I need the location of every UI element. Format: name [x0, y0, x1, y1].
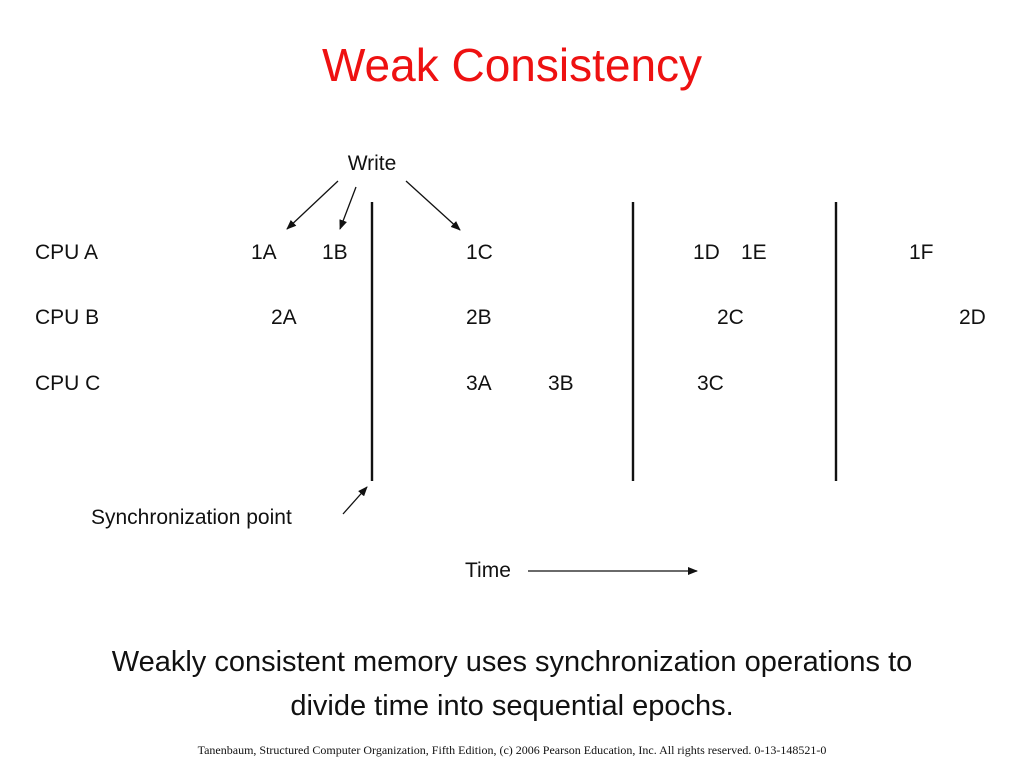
- cpu-b-label: CPU B: [35, 306, 99, 329]
- write-arrow-1b: [339, 186, 357, 230]
- op-2c: 2C: [717, 306, 744, 329]
- op-3b: 3B: [548, 372, 574, 395]
- op-1a: 1A: [251, 241, 277, 264]
- op-1f: 1F: [909, 241, 934, 264]
- op-2a: 2A: [271, 306, 297, 329]
- op-1b: 1B: [322, 241, 348, 264]
- sync-point-label: Synchronization point: [91, 506, 292, 529]
- op-1e: 1E: [741, 241, 767, 264]
- op-1d: 1D: [693, 241, 720, 264]
- write-label: Write: [348, 152, 397, 175]
- op-3c: 3C: [697, 372, 724, 395]
- op-2d: 2D: [959, 306, 986, 329]
- sync-point-arrow: [342, 486, 368, 515]
- cpu-c-label: CPU C: [35, 372, 100, 395]
- op-2b: 2B: [466, 306, 492, 329]
- caption-line-1: Weakly consistent memory uses synchroniz…: [111, 646, 913, 678]
- caption-line-2: divide time into sequential epochs.: [290, 690, 734, 722]
- op-1c: 1C: [466, 241, 493, 264]
- cpu-a-label: CPU A: [35, 241, 98, 264]
- time-label: Time: [465, 559, 511, 582]
- write-arrow-1c: [405, 180, 461, 231]
- slide-caption: Weakly consistent memory uses synchroniz…: [20, 640, 1004, 728]
- copyright-footer: Tanenbaum, Structured Computer Organizat…: [197, 743, 827, 757]
- slide-title: Weak Consistency: [321, 39, 703, 91]
- write-arrow-1a: [286, 180, 339, 230]
- op-3a: 3A: [466, 372, 492, 395]
